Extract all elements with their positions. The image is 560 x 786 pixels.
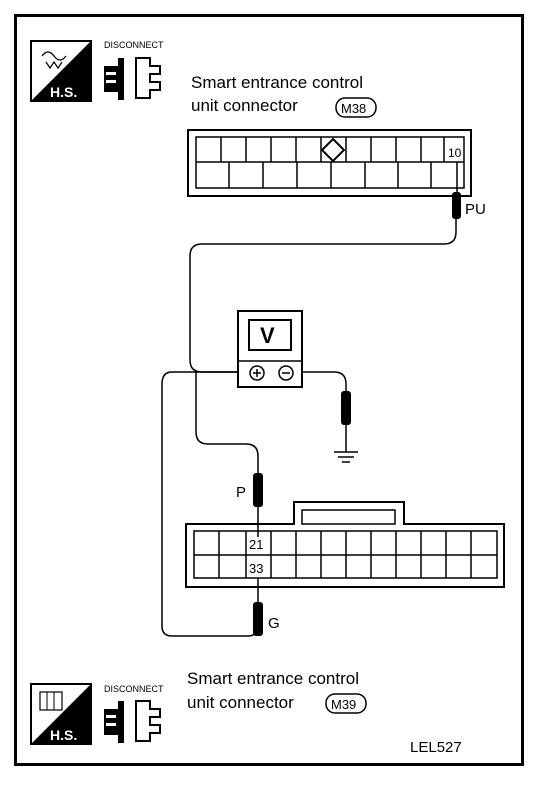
ground-symbol: [334, 451, 358, 463]
harness-side-icon-bottom: H.S.: [30, 683, 92, 745]
wire-p-label: P: [236, 484, 246, 501]
connector-m39: [185, 501, 505, 588]
wires: [161, 231, 457, 637]
meter-label: V: [260, 323, 275, 348]
ground-probe: [341, 391, 351, 452]
m39-terminal-21: 21: [249, 537, 263, 552]
m38-id-badge: [335, 97, 377, 118]
m38-terminal-10: 10: [448, 146, 462, 160]
probe-m38: [452, 162, 461, 232]
disconnect-label-bottom: DISCONNECT: [104, 684, 164, 694]
probe-p: [253, 473, 263, 537]
disconnect-connector-icon-bottom: [104, 700, 161, 743]
m38-title-line2: unit connector: [191, 96, 298, 115]
hs-label-bottom: H.S.: [50, 727, 77, 743]
m38-id: M38: [341, 101, 366, 116]
m39-terminal-33: 33: [249, 561, 263, 576]
m39-title-line1: Smart entrance control: [187, 669, 359, 688]
m39-title-line2: unit connector: [187, 693, 294, 712]
m39-id-badge: [325, 693, 367, 714]
figure-id: LEL527: [410, 739, 462, 756]
hs-label-top: H.S.: [50, 84, 77, 100]
harness-side-icon-top: H.S.: [30, 40, 92, 102]
voltmeter: [237, 310, 303, 388]
probe-g: [253, 578, 263, 636]
figure-frame: [14, 14, 524, 766]
m39-id: M39: [331, 697, 356, 712]
disconnect-label-top: DISCONNECT: [104, 40, 164, 50]
m38-wire-color: PU: [465, 201, 486, 218]
m38-title-line1: Smart entrance control: [191, 73, 363, 92]
disconnect-connector-icon-top: [104, 57, 161, 100]
wire-g-label: G: [268, 615, 280, 632]
connector-m38: [187, 129, 472, 197]
